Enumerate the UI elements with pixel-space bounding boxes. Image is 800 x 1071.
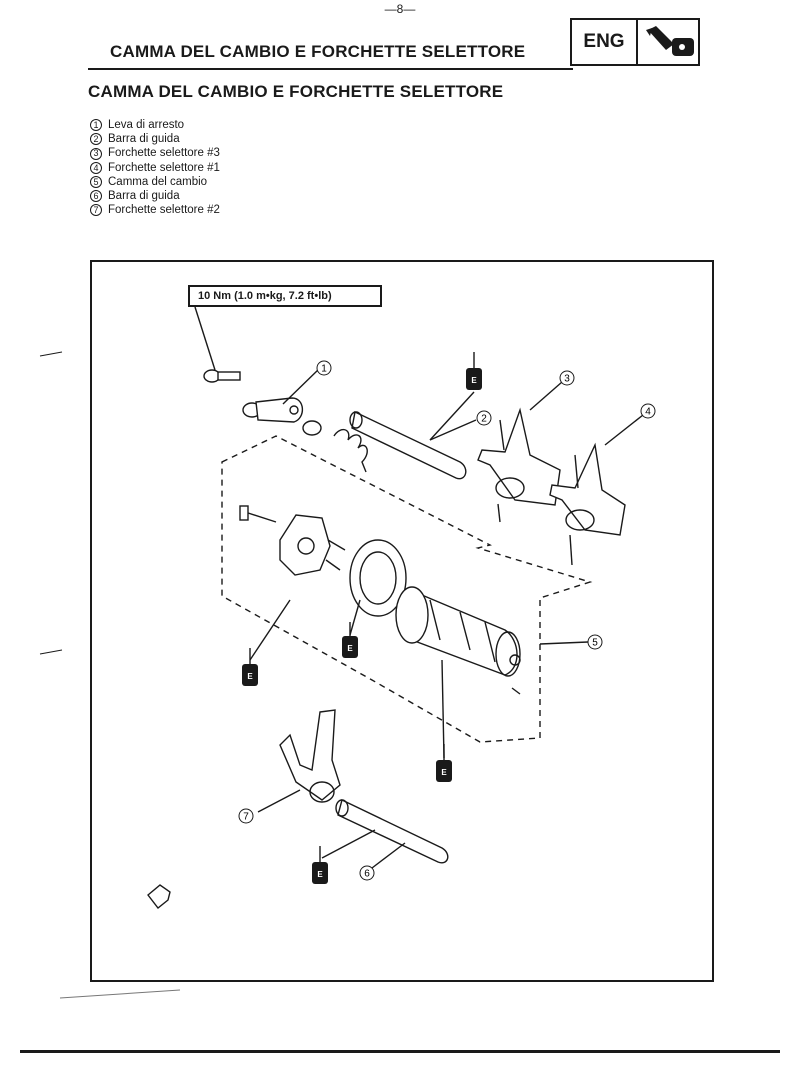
callout-5: 5 xyxy=(587,634,603,650)
section-title: CAMMA DEL CAMBIO E FORCHETTE SELETTORE xyxy=(88,82,504,101)
callout-4-leader xyxy=(604,414,644,446)
transmission-fork-icon xyxy=(646,26,694,56)
bearing-part xyxy=(349,539,407,636)
oil-marker-bearing: E xyxy=(342,622,358,658)
callout-4-number: 4 xyxy=(645,407,651,418)
spring-part xyxy=(333,429,368,473)
scan-mark xyxy=(39,351,63,357)
callout-4: 4 xyxy=(640,403,656,419)
segment-e-leader xyxy=(249,599,291,661)
legend-label: Barra di guida xyxy=(108,133,180,146)
callout-2-leader xyxy=(429,419,477,441)
legend-item: 3 Forchette selettore #3 xyxy=(90,146,220,160)
torque-leader-line xyxy=(194,306,216,371)
legend-item: 1 Leva di arresto xyxy=(90,118,220,132)
shift-cam-part xyxy=(395,586,589,759)
callout-7-number: 7 xyxy=(243,812,249,823)
callout-3: 3 xyxy=(559,370,575,386)
cam-e-leader xyxy=(441,659,445,759)
callout-6: 6 xyxy=(359,865,375,881)
callout-1-number: 1 xyxy=(321,364,327,375)
guide-bar-2-part xyxy=(349,391,477,480)
legend-number: 5 xyxy=(90,175,102,188)
scan-mark xyxy=(59,989,181,999)
legend-label: Leva di arresto xyxy=(108,119,185,131)
callout-1: 1 xyxy=(316,360,332,376)
callout-7: 7 xyxy=(238,808,254,824)
legend-number: 1 xyxy=(90,119,102,132)
front-arrow-icon xyxy=(147,884,171,909)
shift-cam-assembly-outline xyxy=(221,435,593,743)
callout-5-leader xyxy=(539,641,589,645)
oil-marker-segment: E xyxy=(242,648,258,686)
callout-1-leader xyxy=(282,367,321,405)
segment-plate-part xyxy=(239,505,346,576)
callout-7-leader xyxy=(257,789,301,813)
shift-fork-1-part xyxy=(549,414,644,566)
legend-label: Forchette selettore #1 xyxy=(108,161,220,174)
oil-marker-letter: E xyxy=(347,644,353,653)
eng-badge: ENG xyxy=(570,18,700,66)
legend-item: 4 Forchette selettore #1 xyxy=(90,161,220,175)
header-rule xyxy=(88,68,573,70)
cam-screw-part xyxy=(511,687,521,695)
legend-number: 2 xyxy=(90,133,102,146)
shift-fork-3-part xyxy=(477,381,563,523)
legend-item: 2 Barra di guida xyxy=(90,132,220,146)
legend-number: 4 xyxy=(90,161,102,174)
callout-6-leader xyxy=(371,842,406,869)
callout-2-number: 2 xyxy=(481,414,487,425)
eng-badge-label: ENG xyxy=(572,20,638,64)
legend-item: 6 Barra di guida xyxy=(90,189,220,203)
oil-marker-letter: E xyxy=(471,376,477,385)
stopper-lever-part xyxy=(242,367,321,423)
legend-number: 3 xyxy=(90,147,102,160)
oil-marker-letter: E xyxy=(317,870,323,879)
oil-marker-letter: E xyxy=(247,672,253,681)
oil-marker-guide-bar: E xyxy=(466,352,482,390)
callout-3-leader xyxy=(529,381,563,411)
legend-number: 6 xyxy=(90,190,102,203)
page-number: —8— xyxy=(384,2,416,16)
torque-spec-box: 10 Nm (1.0 m•kg, 7.2 ft•lb) xyxy=(188,285,382,307)
legend-item: 7 Forchette selettore #2 xyxy=(90,203,220,217)
header-title: CAMMA DEL CAMBIO E FORCHETTE SELETTORE xyxy=(110,42,526,61)
legend-item: 5 Camma del cambio xyxy=(90,175,220,189)
scan-mark xyxy=(39,649,63,655)
legend-label: Forchette selettore #2 xyxy=(108,204,220,217)
page-bottom-rule xyxy=(20,1050,780,1053)
legend-label: Camma del cambio xyxy=(108,175,208,188)
washer-part xyxy=(302,420,322,436)
exploded-diagram-frame xyxy=(90,260,714,982)
callout-2: 2 xyxy=(476,410,492,426)
oil-marker-letter: E xyxy=(441,768,447,777)
oil-marker-cam: E xyxy=(436,744,452,782)
legend-number: 7 xyxy=(90,204,102,217)
bearing-e-leader xyxy=(349,599,361,636)
shift-fork-2-part xyxy=(257,709,341,813)
legend-label: Forchette selettore #3 xyxy=(108,147,220,160)
oil-marker-guide-bar-6: E xyxy=(312,846,328,884)
legend-label: Barra di guida xyxy=(108,190,180,203)
callout-6-number: 6 xyxy=(364,869,370,880)
guide-bar-e-leader xyxy=(429,391,475,441)
guide-bar-6-part xyxy=(321,799,449,869)
callout-5-number: 5 xyxy=(592,638,598,649)
callout-3-number: 3 xyxy=(564,374,570,385)
guide-bar-6-e-leader xyxy=(321,829,376,859)
stopper-bolt-part xyxy=(203,369,241,383)
